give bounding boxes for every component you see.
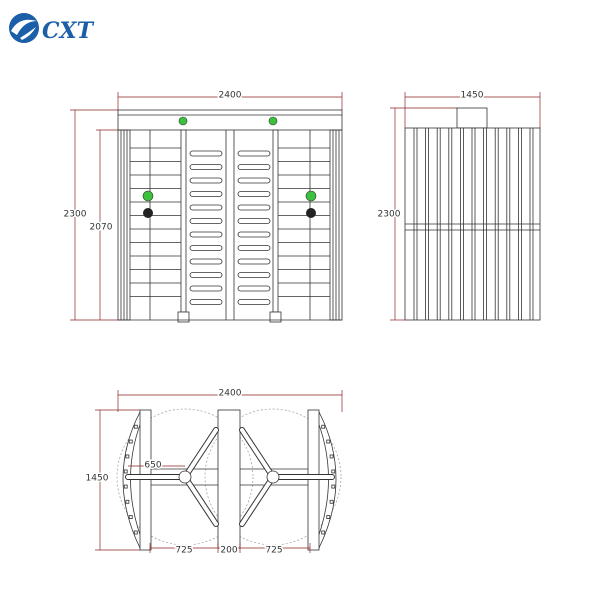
side-view: 1450 2300 (376, 89, 541, 321)
arm-label: 650 (144, 461, 161, 471)
front-view: 2400 2300 2070 (62, 89, 343, 323)
right-rotor-shaft (272, 129, 279, 313)
left-rotor-arm (189, 204, 223, 211)
right-rotor-sweep (204, 408, 342, 546)
left-panel-bar-end (133, 530, 138, 535)
right-rotor-arm (237, 204, 271, 211)
left-rotor-arm (189, 150, 223, 157)
right-panel-bar-end (331, 484, 336, 489)
right-rotor-hub (266, 470, 280, 484)
left-rotor-arm (189, 164, 223, 170)
left-panel-bar-end (128, 439, 133, 444)
right-panel-bar-end (326, 439, 331, 444)
right-panel-bar-end (329, 454, 334, 459)
right-rotor-foot (269, 311, 282, 323)
top-depth-label: 1450 (86, 474, 109, 484)
left-panel-bar-end (125, 454, 130, 459)
motor-housing (456, 107, 488, 129)
right-rotor-arm (237, 218, 271, 224)
left-rotor-arm (189, 272, 223, 278)
top-beam (117, 109, 343, 131)
status-light-right-icon (268, 116, 278, 126)
left-panel-bar-end (123, 469, 128, 474)
left-panel-bar-end (128, 515, 133, 519)
right-panel-bar-end (326, 515, 331, 519)
island-label: 200 (220, 546, 237, 556)
right-rotor-arm (237, 245, 271, 251)
right-rotor-arm (237, 231, 271, 238)
left-rotor-arm-fill (126, 428, 218, 526)
logo-swoosh-small-icon (20, 27, 36, 40)
left-rotor-arm (189, 218, 223, 224)
left-rotor-shaft (180, 129, 187, 313)
right-passage-label: 725 (265, 546, 282, 556)
right-rotor-arm (237, 191, 271, 197)
panel-bar-ends (123, 424, 336, 535)
side-height-label: 2300 (378, 210, 401, 220)
left-rotor-hub (178, 470, 192, 484)
side-width-label: 1450 (461, 91, 484, 101)
left-rotor-arm (189, 285, 223, 292)
side-bars (413, 128, 534, 320)
right-panel-bar-end (321, 424, 326, 429)
right-rotor (239, 427, 335, 527)
front-height-label: 2300 (64, 210, 87, 220)
top-width-label: 2400 (219, 389, 242, 399)
left-panel-bar-end (125, 499, 130, 504)
front-bars (130, 147, 330, 305)
card-reader-right-icon (306, 208, 316, 218)
left-rotor-arm (189, 177, 223, 184)
front-width-label: 2400 (219, 91, 242, 101)
right-rotor-arm (237, 272, 271, 278)
right-rotor-arm (237, 150, 271, 157)
right-rotor-arm (237, 299, 271, 305)
right-rotor-arm (237, 177, 271, 184)
direction-arrow-right-icon (305, 190, 317, 202)
brand-logo: CXT (9, 13, 95, 44)
left-rotor-arm (189, 231, 223, 238)
right-panel-bar-end (329, 499, 334, 504)
left-rotor-arm (189, 258, 223, 265)
right-rotor-arm (237, 164, 271, 170)
left-rotor (125, 427, 219, 527)
left-panel-bar-end (123, 484, 128, 489)
front-inner-height-label: 2070 (90, 223, 113, 233)
left-rotor-arm (189, 191, 223, 197)
direction-arrow-left-icon (142, 190, 154, 202)
status-light-left-icon (178, 116, 188, 126)
right-panel-bar-end (331, 469, 336, 474)
left-rotor-arm (189, 245, 223, 251)
top-view: 2400 1450 650 (84, 387, 343, 557)
left-rotor-sweep (116, 408, 254, 546)
right-rotor-arm-fill (240, 428, 334, 526)
left-rotor-foot (177, 311, 190, 323)
center-island (217, 409, 241, 549)
left-rotor-arm (189, 299, 223, 305)
logo-text: CXT (42, 18, 95, 44)
right-panel-bar-end (321, 530, 326, 535)
card-reader-left-icon (143, 208, 153, 218)
left-passage-label: 725 (175, 546, 192, 556)
left-panel-bar-end (133, 424, 138, 429)
right-rotor-arm (237, 285, 271, 292)
logo-swoosh-icon (11, 19, 37, 35)
right-rotor-arm (237, 258, 271, 265)
